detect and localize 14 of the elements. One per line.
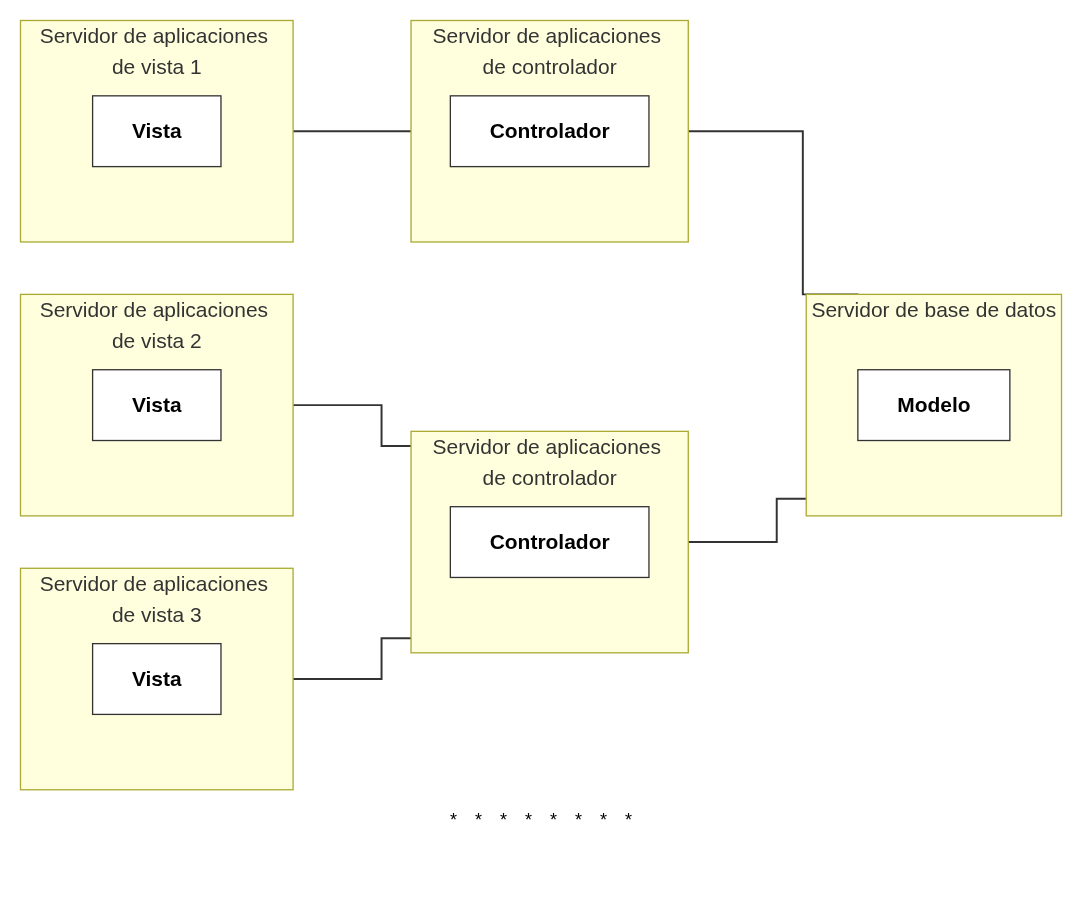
multiplicity-label: * (525, 810, 532, 832)
node-box: Controlador (449, 95, 650, 168)
multiplicity-label: * (600, 810, 608, 832)
node-box: Modelo (857, 369, 1011, 442)
multiplicity-label: * (625, 810, 633, 832)
node-box: Controlador (449, 506, 650, 579)
node-box: Vista (91, 369, 222, 442)
multiplicity-label: * (474, 810, 482, 832)
multiplicity-label: * (449, 810, 457, 832)
node-box: Vista (91, 95, 222, 168)
multiplicity-label: * (550, 810, 557, 832)
multiplicity-label: * (575, 810, 583, 832)
multiplicity-label: * (499, 810, 507, 832)
node-box: Vista (91, 643, 222, 716)
